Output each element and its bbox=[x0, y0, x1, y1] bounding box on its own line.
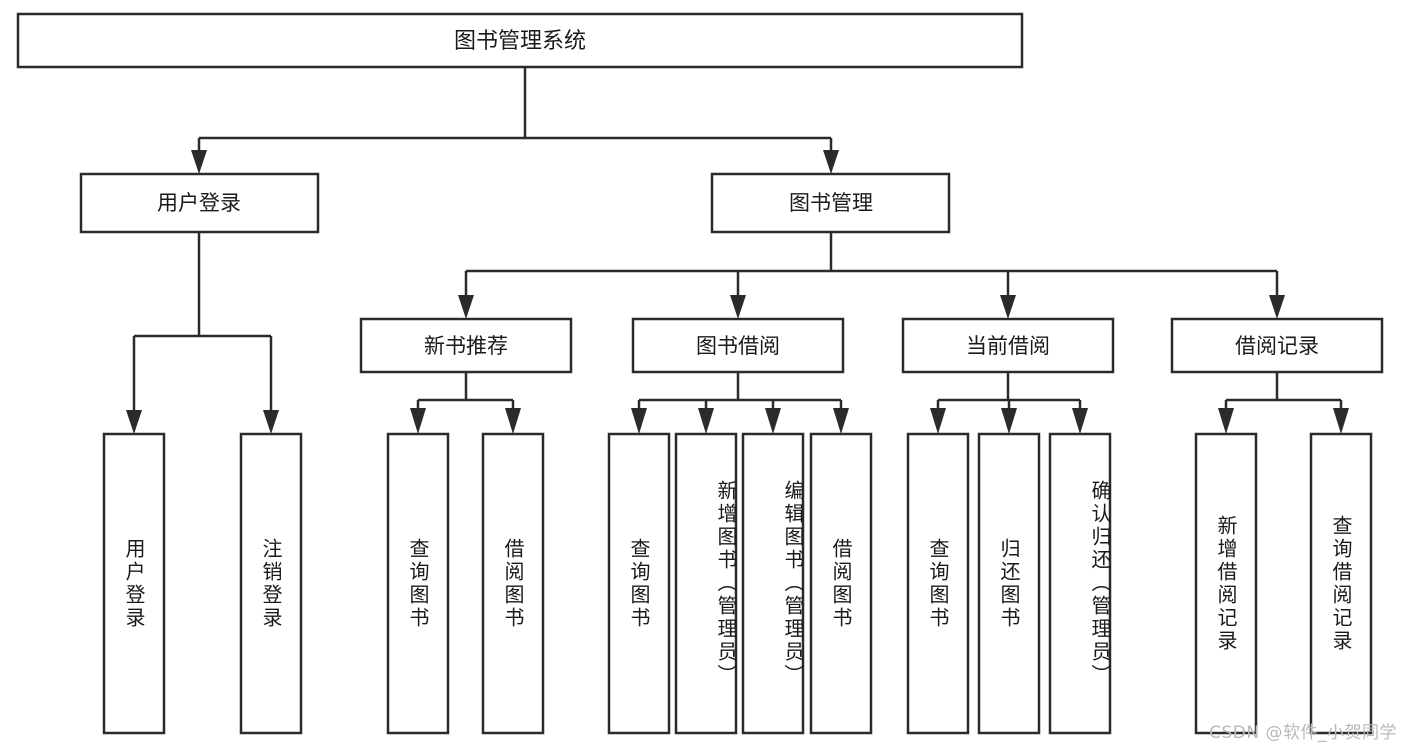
node-box-leaf-book-borrow-3[interactable] bbox=[741, 432, 805, 735]
node-label-borrow-record: 借阅记录 bbox=[1235, 334, 1319, 358]
node-box-leaf-new-book-2[interactable] bbox=[481, 432, 545, 735]
connector-group-new-book-rec bbox=[410, 372, 521, 434]
node-box-book-manage[interactable] bbox=[710, 172, 951, 234]
arrow-head-current-borrow bbox=[1000, 295, 1016, 319]
node-box-leaf-current-1[interactable] bbox=[906, 432, 970, 735]
node-box-new-book-rec[interactable] bbox=[359, 317, 573, 374]
arrow-head-leaf-record-2 bbox=[1333, 408, 1349, 434]
node-box-borrow-record[interactable] bbox=[1170, 317, 1384, 374]
arrow-head-leaf-book-borrow-1 bbox=[631, 408, 647, 434]
connector-group-book-manage bbox=[458, 232, 1285, 319]
arrow-head-leaf-new-book-1 bbox=[410, 408, 426, 434]
node-box-leaf-current-2[interactable] bbox=[977, 432, 1041, 735]
node-box-user-login[interactable] bbox=[79, 172, 320, 234]
arrow-head-leaf-book-borrow-3 bbox=[765, 408, 781, 434]
node-label-current-borrow: 当前借阅 bbox=[966, 334, 1050, 358]
arrow-head-new-book-rec bbox=[458, 295, 474, 319]
arrow-head-leaf-book-borrow-4 bbox=[833, 408, 849, 434]
connector-group-borrow-record bbox=[1218, 372, 1349, 434]
node-label-user-login: 用户登录 bbox=[157, 191, 241, 215]
connector-group-user-login bbox=[126, 232, 279, 434]
arrow-head-leaf-current-2 bbox=[1001, 408, 1017, 434]
connector-group-current-borrow bbox=[930, 372, 1088, 434]
connector-group-root bbox=[191, 67, 839, 174]
node-label-book-manage: 图书管理 bbox=[789, 191, 873, 215]
arrow-head-book-borrow bbox=[730, 295, 746, 319]
node-label-book-borrow: 图书借阅 bbox=[696, 334, 780, 358]
node-box-leaf-user-login-1[interactable] bbox=[102, 432, 166, 735]
node-box-book-borrow[interactable] bbox=[631, 317, 845, 374]
node-label-new-book-rec: 新书推荐 bbox=[424, 334, 508, 358]
arrow-head-leaf-user-login-2 bbox=[263, 410, 279, 434]
arrow-head-leaf-new-book-2 bbox=[505, 408, 521, 434]
node-box-leaf-record-1[interactable] bbox=[1194, 432, 1258, 735]
watermark-text: CSDN @软件_小贺同学 bbox=[1209, 723, 1397, 743]
node-box-current-borrow[interactable] bbox=[901, 317, 1115, 374]
node-box-leaf-book-borrow-1[interactable] bbox=[607, 432, 671, 735]
node-box-leaf-book-borrow-2[interactable] bbox=[674, 432, 738, 735]
connector-group-book-borrow bbox=[631, 372, 849, 434]
arrow-head-leaf-user-login-1 bbox=[126, 410, 142, 434]
arrow-head-borrow-record bbox=[1269, 295, 1285, 319]
node-box-leaf-current-3[interactable] bbox=[1048, 432, 1112, 735]
node-box-root[interactable] bbox=[16, 12, 1024, 69]
node-box-leaf-record-2[interactable] bbox=[1309, 432, 1373, 735]
node-box-leaf-new-book-1[interactable] bbox=[386, 432, 450, 735]
node-box-leaf-book-borrow-4[interactable] bbox=[809, 432, 873, 735]
node-label-root: 图书管理系统 bbox=[454, 29, 586, 54]
node-box-leaf-user-login-2[interactable] bbox=[239, 432, 303, 735]
arrow-head-leaf-current-3 bbox=[1072, 408, 1088, 434]
arrow-head-book-manage bbox=[823, 150, 839, 174]
arrow-head-leaf-book-borrow-2 bbox=[698, 408, 714, 434]
arrow-head-leaf-record-1 bbox=[1218, 408, 1234, 434]
arrow-head-user-login bbox=[191, 150, 207, 174]
arrow-head-leaf-current-1 bbox=[930, 408, 946, 434]
